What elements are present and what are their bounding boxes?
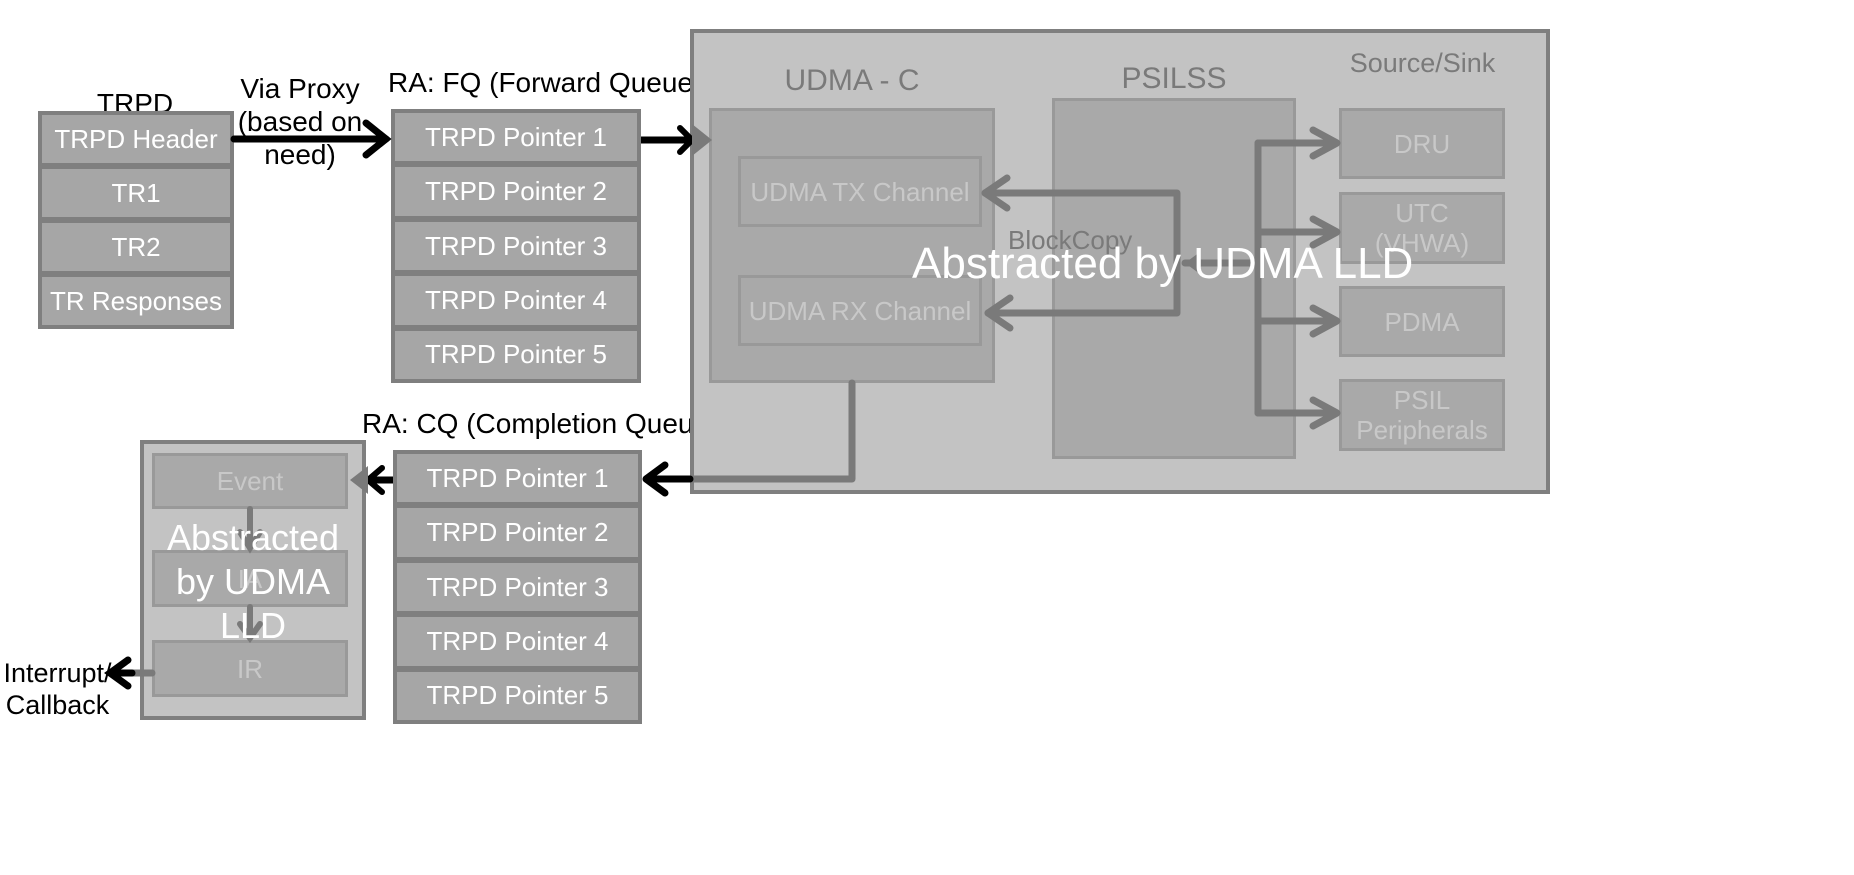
fq-pointer-5: TRPD Pointer 5: [395, 330, 637, 380]
psil-peripherals-block: PSIL Peripherals: [1339, 379, 1505, 451]
psil-label-line1: PSIL: [1393, 385, 1451, 415]
event-block: Event: [152, 453, 348, 509]
psil-label-line2: Peripherals: [1356, 415, 1488, 445]
proxy-label-line3: need): [264, 139, 336, 170]
udma-rx-channel: UDMA RX Channel: [738, 275, 982, 346]
dru-label: DRU: [1393, 128, 1451, 159]
pdma-block: PDMA: [1339, 286, 1505, 357]
event-overlay-line3: LLD: [219, 605, 287, 646]
event-overlay-line2: by UDMA: [175, 561, 331, 602]
fq-pointer-4: TRPD Pointer 4: [395, 276, 637, 325]
cq-title: RA: CQ (Completion Queue): [362, 408, 719, 439]
proxy-label: Via Proxy (based on need): [230, 72, 370, 171]
trpd-header-cell: TRPD Header: [42, 115, 230, 163]
ir-block: IR: [152, 640, 348, 697]
cq-pointer-5: TRPD Pointer 5: [397, 671, 638, 721]
interrupt-label: Interrupt/ Callback: [0, 657, 115, 721]
tr2-cell: TR2: [42, 223, 230, 271]
psilss-title: PSILSS: [1121, 62, 1227, 95]
cq-pointer-1: TRPD Pointer 1: [397, 454, 638, 503]
tr1-cell: TR1: [42, 169, 230, 217]
udma-lld-overlay: Abstracted by UDMA LLD: [912, 239, 1414, 288]
proxy-label-line2: (based on: [237, 106, 363, 137]
fq-title: RA: FQ (Forward Queue): [388, 67, 703, 98]
utc-block: UTC (VHWA): [1339, 192, 1505, 264]
cq-stack: TRPD Pointer 1 TRPD Pointer 2 TRPD Point…: [393, 450, 642, 724]
interrupt-label-line1: Interrupt/: [3, 658, 112, 688]
pdma-label: PDMA: [1384, 306, 1460, 337]
proxy-label-line1: Via Proxy: [240, 73, 360, 104]
event-overlay-line1: Abstracted: [166, 517, 340, 558]
fq-pointer-1: TRPD Pointer 1: [395, 113, 637, 162]
cq-pointer-4: TRPD Pointer 4: [397, 617, 638, 666]
source-sink-title: Source/Sink: [1349, 48, 1496, 78]
interrupt-label-line2: Callback: [5, 690, 110, 720]
dru-block: DRU: [1339, 108, 1505, 179]
tr-responses-cell: TR Responses: [42, 277, 230, 325]
utc-label-line1: UTC: [1395, 198, 1449, 228]
fq-pointer-2: TRPD Pointer 2: [395, 167, 637, 216]
utc-label-line2: (VHWA): [1374, 228, 1470, 258]
udma-tx-channel: UDMA TX Channel: [738, 156, 982, 227]
udma-c-title: UDMA - C: [784, 64, 920, 97]
fq-stack: TRPD Pointer 1 TRPD Pointer 2 TRPD Point…: [391, 109, 641, 383]
cq-pointer-2: TRPD Pointer 2: [397, 508, 638, 557]
event-lld-overlay: Abstracted by UDMA LLD: [143, 516, 363, 648]
cq-pointer-3: TRPD Pointer 3: [397, 562, 638, 612]
trpd-stack: TRPD Header TR1 TR2 TR Responses: [38, 111, 234, 329]
fq-pointer-3: TRPD Pointer 3: [395, 221, 637, 271]
